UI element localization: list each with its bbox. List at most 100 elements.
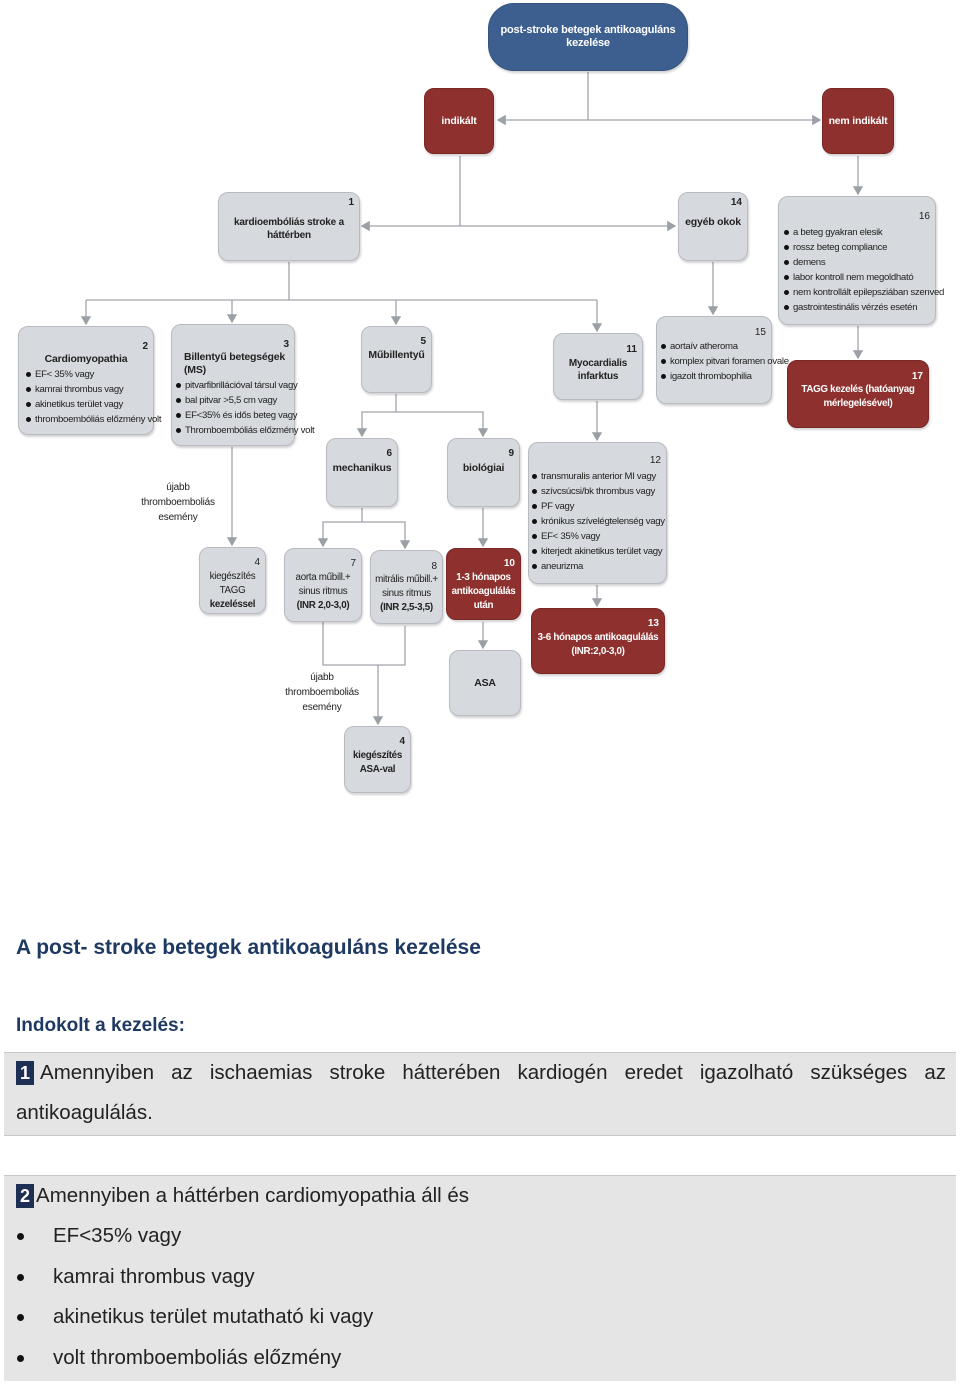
- node-2-item: EF< 35% vagy: [25, 367, 153, 382]
- node-4b-line2: ASA-val: [359, 764, 396, 775]
- node-3-item: EF<35% és idős beteg vagy: [175, 408, 298, 423]
- ujabb-esemeny-label-2: újabb thromboemboliás esemény: [284, 670, 360, 715]
- node-8-number: 8: [431, 561, 437, 572]
- node-10-number: 10: [503, 558, 515, 569]
- node-4b-line1: kiegészítés: [353, 750, 402, 761]
- root-label: post-stroke betegek antikoaguláns kezelé…: [500, 24, 676, 49]
- paragraph-1-number: 1: [16, 1061, 35, 1085]
- node-14-title: egyéb okok: [685, 216, 741, 228]
- node-1-title: kardioembóliás stroke a háttérben: [234, 217, 344, 241]
- section-heading: A post- stroke betegek antikoaguláns kez…: [16, 936, 481, 959]
- node-1-number: 1: [348, 197, 354, 208]
- node-10-line1: 1-3 hónapos: [456, 572, 511, 583]
- node-14-number: 14: [730, 197, 742, 208]
- node-9-biologiai: 9 biológiai: [447, 438, 520, 507]
- node-17-tagg-kezeles: 17 TAGG kezelés (hatóanyag mérlegeléséve…: [787, 360, 929, 428]
- node-3-number: 3: [283, 339, 289, 350]
- ujabb-2-line3: esemény: [302, 702, 342, 713]
- node-6-mechanikus: 6 mechanikus: [326, 438, 398, 507]
- section-subheading: Indokolt a kezelés:: [16, 1015, 185, 1036]
- node-8-line1: mitrális műbill.+: [375, 574, 438, 585]
- node-4-kiegeszites-tagg: 4 kiegészítés TAGG kezeléssel: [199, 547, 266, 614]
- node-3-list: pitvarfibrillációval társul vagy bal pit…: [175, 378, 315, 438]
- node-1-kardioembolias: 1 kardioembóliás stroke a háttérben: [218, 192, 360, 261]
- node-9-number: 9: [508, 448, 514, 459]
- paragraph-2-item: EF<35% vagy: [17, 1216, 956, 1257]
- node-2-item: kamrai thrombus vagy: [25, 382, 153, 397]
- node-12-number: 12: [649, 455, 661, 466]
- node-12-item: aneurizma: [531, 559, 666, 574]
- nem-indikalt-node: nem indikált: [822, 88, 894, 154]
- indikalt-node: indikált: [424, 88, 494, 154]
- node-6-title: mechanikus: [332, 462, 392, 474]
- node-13-line2: (INR:2,0-3,0): [571, 646, 625, 657]
- node-15-number: 15: [754, 327, 766, 338]
- node-17-number: 17: [911, 371, 923, 382]
- node-16-item: labor kontroll nem megoldható: [783, 270, 935, 285]
- node-5-title: Műbillentyű: [368, 349, 425, 361]
- node-10-antikoagulalas-1-3: 10 1-3 hónapos antikoagulálás után: [446, 548, 521, 620]
- flowchart: post-stroke betegek antikoaguláns kezelé…: [18, 3, 944, 793]
- node-11-title: Myocardialis infarktus: [568, 358, 628, 382]
- node-3-item: Thromboembóliás előzmény volt: [175, 423, 315, 438]
- node-4a-number: 4: [254, 557, 260, 568]
- node-16-item: demens: [783, 255, 935, 270]
- node-11-number: 11: [626, 344, 637, 355]
- node-15-egyeb: 15 aortaív atheroma komplex pitvari fora…: [656, 316, 789, 404]
- node-17-line2: mérlegelésével): [823, 398, 893, 409]
- node-8-line3: (INR 2,5-3,5): [380, 602, 433, 613]
- node-15-list: aortaív atheroma komplex pitvari foramen…: [660, 339, 789, 384]
- paragraph-2-item: volt thromboemboliás előzmény: [17, 1338, 956, 1379]
- nem-indikalt-label: nem indikált: [828, 114, 888, 127]
- node-12-list: transmuralis anterior MI vagy szívcsúcsi…: [531, 469, 666, 574]
- node-15-item: komplex pitvari foramen ovale: [660, 354, 789, 369]
- node-12-item: kiterjedt akinetikus terület vagy: [531, 544, 666, 559]
- ujabb-1-line1: újabb: [166, 482, 190, 493]
- node-12-item: szívcsúcsi/bk thrombus vagy: [531, 484, 666, 499]
- node-16-item: a beteg gyakran elesik: [783, 225, 935, 240]
- node-16-item: rossz beteg compliance: [783, 240, 935, 255]
- node-11-myocardialis-infarktus: 11 Myocardialis infarktus: [553, 333, 643, 400]
- node-2-title: Cardiomyopathia: [44, 353, 128, 365]
- node-4a-line2: kezeléssel: [209, 599, 256, 610]
- paragraph-1-text: Amennyiben az ischaemias stroke hátteréb…: [16, 1061, 946, 1124]
- node-8-mitralis-mubill: 8 mitrális műbill.+ sinus ritmus (INR 2,…: [370, 550, 443, 624]
- node-2-item: thromboembóliás előzmény volt: [25, 412, 162, 427]
- node-10-line2: antikoagulálás: [451, 586, 516, 597]
- node-7-number: 7: [350, 558, 356, 569]
- node-2-list: EF< 35% vagy kamrai thrombus vagy akinet…: [25, 367, 162, 427]
- node-4a-line1: kiegészítés TAGG: [209, 571, 256, 596]
- node-4-kiegeszites-asa: 4 kiegészítés ASA-val: [344, 726, 411, 793]
- root-node: post-stroke betegek antikoaguláns kezelé…: [488, 3, 688, 71]
- node-12-item: EF< 35% vagy: [531, 529, 666, 544]
- ujabb-esemeny-label-1: újabb thromboemboliás esemény: [140, 480, 216, 525]
- paragraph-2-list: EF<35% vagy kamrai thrombus vagy akineti…: [17, 1216, 956, 1378]
- node-7-line2: sinus ritmus: [298, 586, 348, 597]
- node-2-cardiomyopathia: 2 Cardiomyopathia EF< 35% vagy kamrai th…: [18, 326, 162, 435]
- paragraph-2-item: kamrai thrombus vagy: [17, 1257, 956, 1298]
- node-15-item: aortaív atheroma: [660, 339, 771, 354]
- ujabb-1-line2: thromboemboliás: [141, 497, 215, 508]
- node-8-line2: sinus ritmus: [382, 588, 431, 599]
- node-9-title: biológiai: [462, 462, 505, 474]
- node-13-line1: 3-6 hónapos antikoagulálás: [537, 632, 659, 643]
- node-2-number: 2: [142, 341, 148, 352]
- flowchart-connectors: [80, 72, 864, 726]
- indikalt-label: indikált: [441, 114, 477, 127]
- ujabb-2-line2: thromboemboliás: [285, 687, 359, 698]
- ujabb-1-line3: esemény: [158, 512, 198, 523]
- node-12-item: transmuralis anterior MI vagy: [531, 469, 666, 484]
- node-3-billentyu: 3 Billentyű betegségek (MS) pitvarfibril…: [171, 324, 315, 446]
- node-16-number: 16: [918, 211, 930, 222]
- node-16-item: gastrointestinális vérzés esetén: [783, 300, 935, 315]
- node-6-number: 6: [386, 448, 392, 459]
- node-13-antikoagulalas-3-6: 13 3-6 hónapos antikoagulálás (INR:2,0-3…: [531, 608, 665, 674]
- node-7-line3: (INR 2,0-3,0): [296, 600, 350, 611]
- node-16-kontraindikaciok: 16 a beteg gyakran elesik rossz beteg co…: [778, 196, 944, 325]
- node-7-aorta-mubill: 7 aorta műbill.+ sinus ritmus (INR 2,0-3…: [284, 548, 362, 622]
- node-12-item: krónikus szívelégtelenség vagy: [531, 514, 666, 529]
- node-17-line1: TAGG kezelés (hatóanyag: [801, 384, 915, 395]
